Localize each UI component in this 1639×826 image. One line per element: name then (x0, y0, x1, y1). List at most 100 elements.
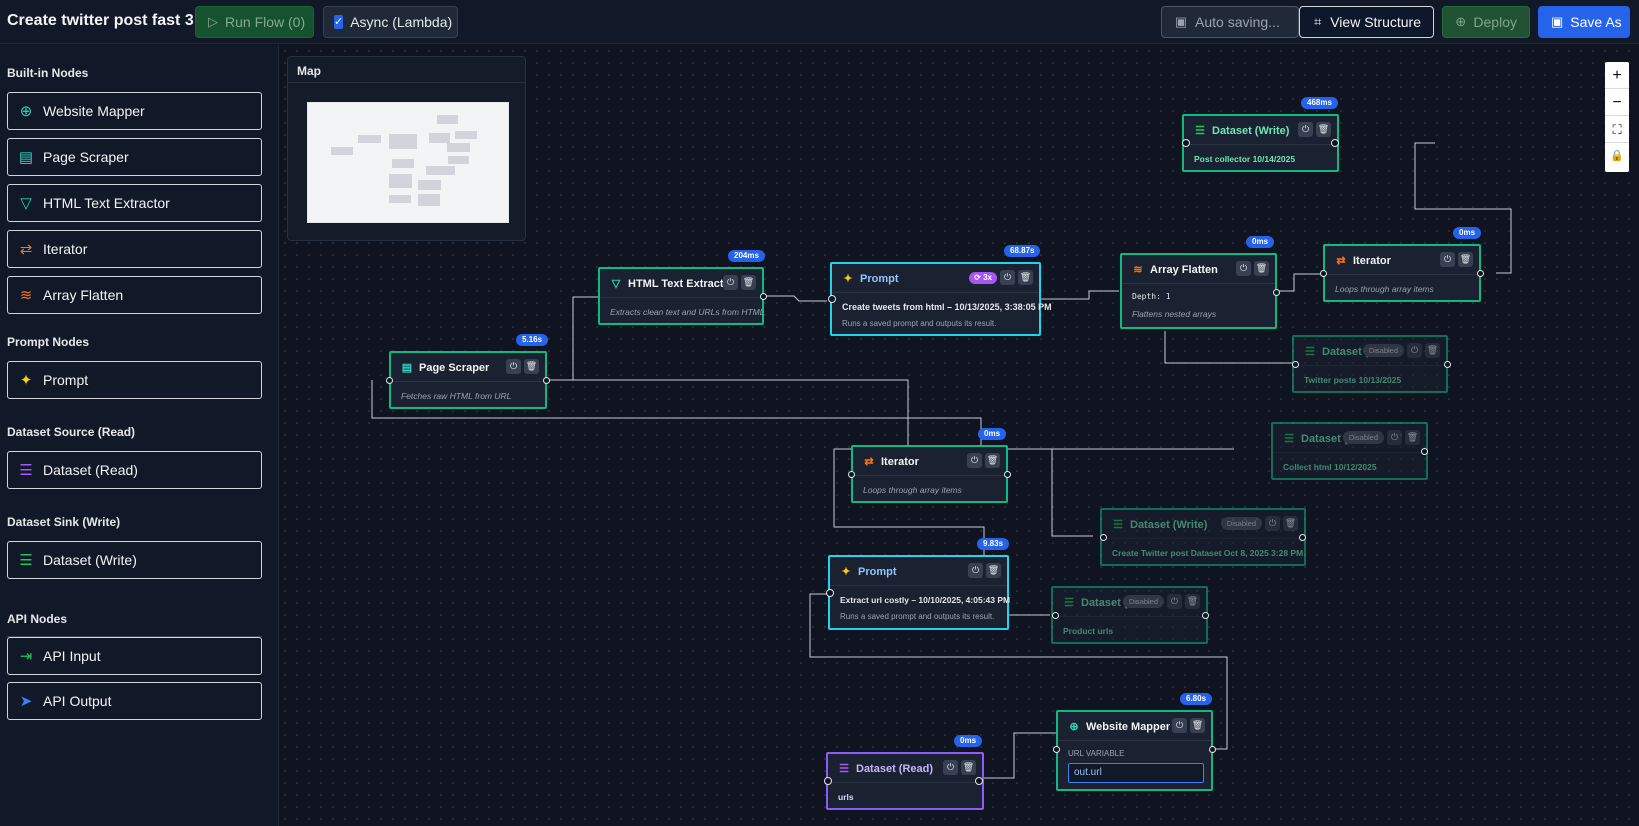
trash-icon[interactable]: 🗑 (524, 359, 539, 374)
trash-icon[interactable]: 🗑 (1316, 122, 1331, 137)
lock-button[interactable]: 🔒 (1610, 150, 1624, 162)
output-handle[interactable] (1477, 270, 1484, 277)
power-icon[interactable]: ⏻ (967, 453, 982, 468)
palette-array-flatten[interactable]: ≋Array Flatten (7, 276, 262, 314)
input-handle[interactable] (1320, 270, 1327, 277)
edge (1276, 273, 1324, 292)
node-array-flatten[interactable]: ≋Array Flatten ⏻🗑 Depth: 1 Flattens nest… (1120, 253, 1277, 329)
node-title: ▤Page Scraper (401, 361, 490, 375)
power-icon[interactable]: ⏻ (1298, 122, 1313, 137)
timing-badge: 0ms (978, 428, 1007, 440)
trash-icon[interactable]: 🗑 (1018, 270, 1033, 285)
node-dataset-write-collect-html[interactable]: ☰Dataset (W Disabled⏻🗑 Collect html 10/1… (1271, 422, 1428, 480)
async-lambda-toggle[interactable]: ✓ Async (Lambda) (323, 6, 458, 38)
input-handle[interactable] (1182, 139, 1190, 147)
palette-dataset-write[interactable]: ☰Dataset (Write) (7, 541, 262, 579)
input-handle[interactable] (826, 589, 834, 597)
save-as-button[interactable]: ▣ Save As (1538, 6, 1630, 38)
node-prompt-extract-url[interactable]: ✦Prompt ⏻🗑 Extract url costly – 10/10/20… (828, 555, 1010, 630)
input-handle[interactable] (386, 377, 393, 384)
output-handle[interactable] (975, 777, 983, 785)
power-icon[interactable]: ⏻ (1440, 252, 1455, 267)
power-icon[interactable]: ⏻ (506, 359, 521, 374)
run-flow-button[interactable]: ▷ Run Flow (0) (195, 6, 314, 38)
palette-website-mapper[interactable]: ⊕Website Mapper (7, 92, 262, 130)
node-dataset-write-create-twitter-post[interactable]: ☰Dataset (Write) Disabled⏻🗑 Create Twitt… (1100, 508, 1306, 566)
input-handle[interactable] (1292, 361, 1299, 368)
sparkle-icon: ✦ (841, 566, 851, 578)
node-actions: ⏻🗑 (1298, 122, 1331, 137)
power-icon[interactable]: ⏻ (1387, 430, 1402, 445)
power-icon[interactable]: ⏻ (1236, 261, 1251, 276)
node-dataset-write-post-collector[interactable]: ☰Dataset (Write) ⏻🗑 Post collector 10/14… (1182, 114, 1339, 172)
auto-saving-button[interactable]: ▣ Auto saving... (1161, 6, 1299, 38)
node-html-text-extractor[interactable]: ▽HTML Text Extractor ⏻🗑 Extracts clean t… (598, 267, 764, 325)
trash-icon[interactable]: 🗑 (985, 453, 1000, 468)
zoom-out-button[interactable]: − (1605, 89, 1629, 116)
fit-view-button[interactable]: ⛶ (1605, 116, 1629, 143)
section-dataset-source: Dataset Source (Read) (7, 425, 136, 439)
trash-icon[interactable]: 🗑 (1458, 252, 1473, 267)
output-handle[interactable] (1299, 534, 1306, 541)
output-handle[interactable] (543, 377, 550, 384)
palette-api-output[interactable]: ➤API Output (7, 682, 262, 720)
edge (1041, 290, 1119, 300)
output-handle[interactable] (1202, 612, 1209, 619)
minimap-panel[interactable]: Map (287, 56, 526, 241)
node-dataset-write-twitter-posts[interactable]: ☰Dataset (W Disabled⏻🗑 Twitter posts 10/… (1292, 335, 1448, 393)
output-handle[interactable] (1004, 471, 1011, 478)
deploy-button[interactable]: ⊕ Deploy (1442, 6, 1530, 38)
palette-item-label: Array Flatten (43, 287, 124, 303)
zoom-in-button[interactable]: + (1605, 62, 1629, 89)
url-variable-input[interactable]: out.url (1068, 763, 1204, 783)
output-handle[interactable] (760, 293, 767, 300)
repeat-icon: ⇄ (19, 241, 33, 258)
trash-icon[interactable]: 🗑 (1425, 343, 1440, 358)
palette-api-input[interactable]: ⇥API Input (7, 637, 262, 675)
input-handle[interactable] (1052, 612, 1059, 619)
power-icon[interactable]: ⏻ (1000, 270, 1015, 285)
trash-icon[interactable]: 🗑 (961, 760, 976, 775)
trash-icon[interactable]: 🗑 (741, 275, 756, 290)
input-handle[interactable] (848, 471, 855, 478)
node-dataset-write-product-urls[interactable]: ☰Dataset (W Disabled⏻🗑 Product urls (1051, 586, 1208, 644)
power-icon[interactable]: ⏻ (968, 563, 983, 578)
power-icon[interactable]: ⏻ (1265, 516, 1280, 531)
trash-icon[interactable]: 🗑 (1190, 718, 1205, 733)
input-handle[interactable] (1100, 534, 1107, 541)
palette-dataset-read[interactable]: ☰Dataset (Read) (7, 451, 262, 489)
node-page-scraper[interactable]: ▤Page Scraper ⏻🗑 Fetches raw HTML from U… (389, 351, 547, 409)
palette-prompt[interactable]: ✦Prompt (7, 361, 262, 399)
trash-icon[interactable]: 🗑 (1283, 516, 1298, 531)
node-actions: ⏻🗑 (1236, 261, 1269, 276)
power-icon[interactable]: ⏻ (1407, 343, 1422, 358)
node-dataset-read-urls[interactable]: ☰Dataset (Read) ⏻🗑 urls (826, 752, 984, 810)
trash-icon[interactable]: 🗑 (1405, 430, 1420, 445)
input-handle[interactable] (824, 777, 832, 785)
power-icon[interactable]: ⏻ (943, 760, 958, 775)
output-handle[interactable] (1444, 361, 1451, 368)
node-iterator-mid[interactable]: ⇄Iterator ⏻🗑 Loops through array items (851, 445, 1008, 503)
input-handle[interactable] (828, 295, 836, 303)
node-iterator-top[interactable]: ⇄Iterator ⏻🗑 Loops through array items (1323, 244, 1481, 302)
power-icon[interactable]: ⏻ (1172, 718, 1187, 733)
output-handle[interactable] (1331, 139, 1339, 147)
input-handle[interactable] (1053, 746, 1060, 753)
palette-page-scraper[interactable]: ▤Page Scraper (7, 138, 262, 176)
power-icon[interactable]: ⏻ (723, 275, 738, 290)
power-icon[interactable]: ⏻ (1167, 594, 1182, 609)
flow-canvas[interactable] (279, 45, 1639, 826)
output-handle[interactable] (1273, 289, 1280, 296)
minimap-viewport[interactable] (307, 102, 509, 223)
output-handle[interactable] (1421, 448, 1428, 455)
node-website-mapper[interactable]: ⊕Website Mapper ⏻🗑 URL VARIABLE out.url (1056, 710, 1213, 791)
palette-iterator[interactable]: ⇄Iterator (7, 230, 262, 268)
trash-icon[interactable]: 🗑 (1254, 261, 1269, 276)
node-prompt-create-tweets[interactable]: ✦Prompt ⟳ 3x⏻🗑 Create tweets from html –… (830, 262, 1052, 336)
trash-icon[interactable]: 🗑 (1185, 594, 1200, 609)
output-handle[interactable] (1209, 746, 1216, 753)
view-structure-button[interactable]: ⌗ View Structure (1299, 6, 1434, 38)
palette-html-text-extractor[interactable]: ▽HTML Text Extractor (7, 184, 262, 222)
flow-title: Create twitter post fast 3 (7, 12, 194, 29)
trash-icon[interactable]: 🗑 (986, 563, 1001, 578)
